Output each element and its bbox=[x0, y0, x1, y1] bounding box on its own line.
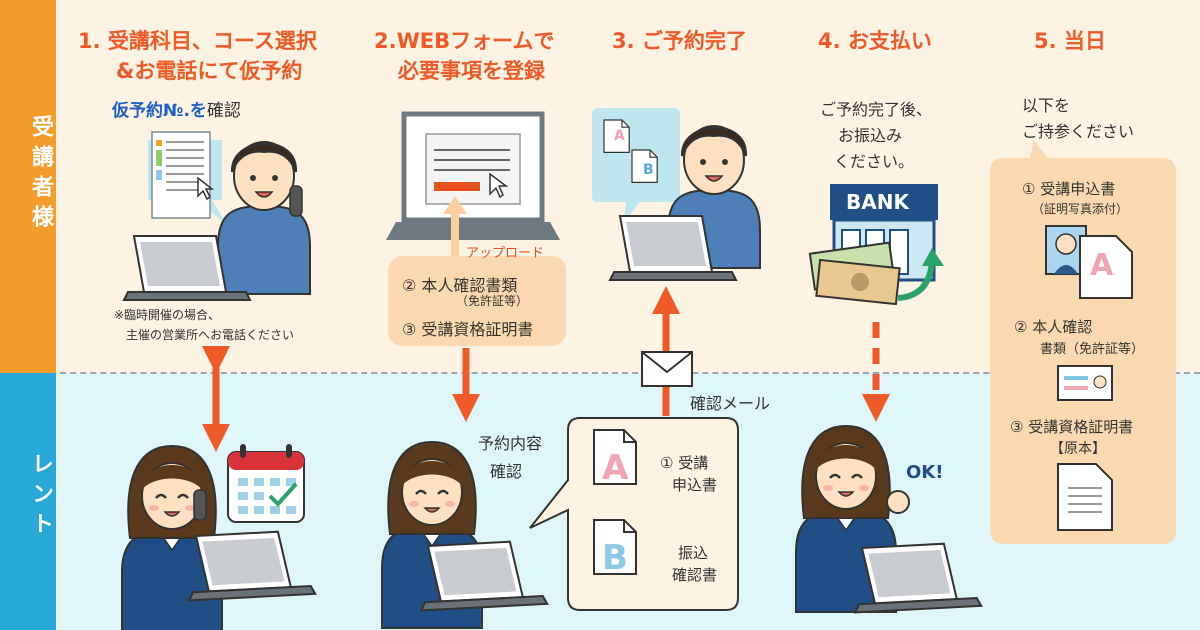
bring-msg-line1: 以下を bbox=[1022, 96, 1071, 115]
id-card-icon bbox=[1057, 365, 1113, 401]
bring-item-id-line1: ② 本人確認 bbox=[1014, 318, 1093, 336]
confirm-content-line1: 予約内容 bbox=[478, 434, 543, 453]
step3-title: 3. ご予約完了 bbox=[612, 29, 747, 53]
step2-title-line2: 必要事項を登録 bbox=[398, 59, 545, 83]
step1-title-line2: &お電話にて仮予約 bbox=[116, 59, 303, 83]
confirm-documents-bubble bbox=[529, 417, 739, 611]
form-b-line1: 振込 bbox=[678, 544, 709, 562]
reservation-number-label: 仮予約№.を bbox=[112, 101, 207, 121]
sidebar-rent bbox=[0, 373, 56, 630]
form-a-line1: ① 受講 bbox=[660, 454, 709, 472]
phone-icon bbox=[193, 489, 207, 521]
form-b-letter: B bbox=[602, 538, 628, 578]
bring-item-cert-sub: 【原本】 bbox=[1050, 441, 1106, 457]
web-form-monitor bbox=[386, 111, 560, 240]
cursor-icon bbox=[197, 176, 215, 201]
payment-msg-line3: ください。 bbox=[834, 152, 915, 171]
temporary-note-line2: 主催の営業所へお電話ください bbox=[126, 328, 295, 342]
step2-title: 2.WEBフォームで bbox=[374, 29, 555, 53]
bring-msg-line2: ご持参ください bbox=[1022, 122, 1135, 141]
sidebar-rent-label: レント bbox=[28, 452, 53, 542]
cursor-icon bbox=[489, 172, 509, 199]
doc-item-id-sub: （免許証等） bbox=[456, 294, 529, 308]
checklist-box bbox=[990, 140, 1176, 544]
confirm-label: 確認 bbox=[206, 101, 241, 121]
sidebar-customer-label: 受講者様 bbox=[28, 115, 53, 235]
upload-label: アップロード bbox=[466, 246, 545, 261]
document-icon bbox=[1057, 463, 1113, 531]
doc-item-id: ② 本人確認書類 bbox=[402, 276, 518, 295]
payment-msg-line1: ご予約完了後、 bbox=[820, 100, 933, 119]
step1-title: 1. 受講科目、コース選択 bbox=[78, 29, 317, 53]
bank-label: BANK bbox=[846, 190, 909, 214]
form-b-line2: 確認書 bbox=[672, 566, 718, 584]
band-divider bbox=[0, 372, 1200, 374]
bring-item-application-letter: A bbox=[1090, 248, 1114, 283]
bring-item-application-sub: （証明写真添付） bbox=[1032, 202, 1129, 216]
form-a-letter: A bbox=[602, 448, 629, 488]
calendar-icon bbox=[227, 444, 305, 523]
email-doc-b: B bbox=[643, 162, 654, 178]
bring-item-cert: ③ 受講資格証明書 bbox=[1010, 418, 1134, 436]
customer-man-phone bbox=[217, 141, 311, 295]
sidebar-customer bbox=[0, 0, 56, 373]
email-doc-a: A bbox=[614, 128, 625, 144]
temporary-note-line1: ※臨時開催の場合、 bbox=[114, 308, 221, 322]
email-docs-bubble bbox=[592, 108, 680, 222]
step4-title: 4. お支払い bbox=[818, 29, 932, 53]
rent-woman-phone bbox=[121, 444, 223, 630]
step1-caption: 仮予約№.を確認 bbox=[112, 96, 241, 121]
ok-label: OK! bbox=[906, 462, 944, 483]
form-a-line2: 申込書 bbox=[672, 476, 718, 494]
phone-icon bbox=[289, 185, 303, 217]
step5-title: 5. 当日 bbox=[1034, 29, 1106, 53]
doc-item-cert: ③ 受講資格証明書 bbox=[402, 320, 534, 339]
payment-msg-line2: お振込み bbox=[838, 126, 903, 145]
bring-item-id-line2: 書類（免許証等） bbox=[1040, 342, 1145, 357]
bring-item-application: ① 受講申込書 bbox=[1022, 180, 1116, 198]
confirm-content-line2: 確認 bbox=[490, 462, 523, 481]
envelope-icon bbox=[641, 351, 693, 387]
documents-box bbox=[388, 256, 566, 346]
reservation-screen-bubble bbox=[148, 131, 228, 226]
document-icon bbox=[1079, 235, 1133, 299]
confirm-mail-label: 確認メール bbox=[690, 394, 771, 413]
banknote-icon bbox=[808, 241, 901, 306]
